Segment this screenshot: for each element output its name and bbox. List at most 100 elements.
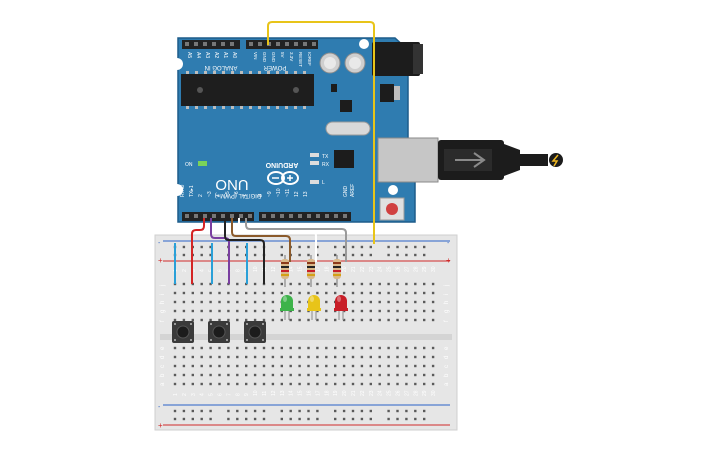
breadboard-hole[interactable] — [334, 373, 337, 377]
breadboard-hole[interactable] — [334, 291, 337, 295]
breadboard-hole[interactable] — [280, 346, 283, 350]
breadboard-hole[interactable] — [209, 373, 212, 377]
breadboard-hole[interactable] — [209, 318, 212, 322]
breadboard-hole[interactable] — [280, 382, 283, 386]
breadboard-hole[interactable] — [289, 355, 292, 359]
breadboard-hole[interactable] — [173, 318, 177, 322]
breadboard-hole[interactable] — [182, 318, 186, 322]
breadboard-hole[interactable] — [396, 309, 399, 313]
breadboard-hole[interactable] — [387, 291, 390, 295]
breadboard-hole[interactable] — [307, 318, 310, 322]
header-pin[interactable] — [325, 214, 329, 218]
resistor[interactable] — [307, 255, 315, 287]
breadboard-hole[interactable] — [414, 382, 417, 386]
breadboard-hole[interactable] — [271, 291, 275, 295]
header-pin[interactable] — [316, 214, 320, 218]
breadboard-hole[interactable] — [182, 417, 186, 421]
breadboard-hole[interactable] — [262, 291, 266, 295]
breadboard-hole[interactable] — [387, 346, 390, 350]
header-pin[interactable] — [312, 42, 316, 46]
breadboard-hole[interactable] — [325, 291, 328, 295]
breadboard-hole[interactable] — [236, 282, 239, 286]
breadboard-hole[interactable] — [423, 291, 426, 295]
breadboard-hole[interactable] — [405, 282, 408, 286]
breadboard-hole[interactable] — [360, 291, 364, 295]
breadboard-hole[interactable] — [396, 364, 399, 368]
led-green[interactable] — [280, 295, 294, 320]
breadboard-hole[interactable] — [316, 245, 319, 249]
breadboard-hole[interactable] — [200, 409, 203, 413]
header-pin[interactable] — [298, 214, 302, 218]
breadboard-hole[interactable] — [182, 253, 186, 257]
breadboard-hole[interactable] — [218, 364, 221, 368]
breadboard-hole[interactable] — [289, 346, 292, 350]
breadboard-hole[interactable] — [298, 300, 301, 304]
pushbutton[interactable] — [208, 321, 230, 343]
breadboard-hole[interactable] — [298, 291, 301, 295]
breadboard-hole[interactable] — [236, 364, 239, 368]
breadboard-hole[interactable] — [405, 373, 408, 377]
breadboard-hole[interactable] — [378, 291, 381, 295]
breadboard-hole[interactable] — [209, 355, 212, 359]
breadboard-hole[interactable] — [209, 364, 212, 368]
header-pin[interactable] — [203, 214, 207, 218]
breadboard-hole[interactable] — [209, 382, 212, 386]
breadboard-hole[interactable] — [262, 346, 266, 350]
digital-header-low[interactable] — [182, 212, 254, 221]
breadboard-hole[interactable] — [191, 409, 194, 413]
breadboard-hole[interactable] — [423, 364, 426, 368]
breadboard-hole[interactable] — [431, 300, 435, 304]
breadboard-hole[interactable] — [289, 409, 292, 413]
breadboard-hole[interactable] — [253, 309, 257, 313]
breadboard-hole[interactable] — [236, 417, 239, 421]
breadboard-hole[interactable] — [360, 253, 364, 257]
breadboard-hole[interactable] — [369, 409, 372, 413]
header-pin[interactable] — [303, 42, 307, 46]
breadboard-hole[interactable] — [431, 373, 435, 377]
breadboard-hole[interactable] — [262, 300, 266, 304]
breadboard-hole[interactable] — [360, 309, 364, 313]
breadboard-hole[interactable] — [360, 364, 364, 368]
breadboard-hole[interactable] — [396, 253, 399, 257]
breadboard-hole[interactable] — [325, 373, 328, 377]
breadboard-hole[interactable] — [414, 364, 417, 368]
breadboard-hole[interactable] — [316, 346, 319, 350]
breadboard-hole[interactable] — [200, 382, 203, 386]
breadboard-hole[interactable] — [262, 409, 266, 413]
breadboard-hole[interactable] — [182, 382, 186, 386]
breadboard-hole[interactable] — [405, 417, 408, 421]
breadboard-hole[interactable] — [396, 382, 399, 386]
breadboard-hole[interactable] — [396, 373, 399, 377]
breadboard-hole[interactable] — [423, 382, 426, 386]
breadboard-hole[interactable] — [280, 417, 283, 421]
breadboard-hole[interactable] — [271, 382, 275, 386]
breadboard-hole[interactable] — [173, 300, 177, 304]
breadboard-hole[interactable] — [431, 282, 435, 286]
breadboard-hole[interactable] — [182, 355, 186, 359]
breadboard-hole[interactable] — [334, 355, 337, 359]
breadboard-hole[interactable] — [182, 309, 186, 313]
breadboard-hole[interactable] — [431, 318, 435, 322]
breadboard-hole[interactable] — [378, 300, 381, 304]
breadboard-hole[interactable] — [218, 300, 221, 304]
breadboard-hole[interactable] — [298, 382, 301, 386]
breadboard-hole[interactable] — [218, 355, 221, 359]
breadboard-hole[interactable] — [405, 318, 408, 322]
breadboard-hole[interactable] — [253, 382, 257, 386]
breadboard-hole[interactable] — [307, 245, 310, 249]
header-pin[interactable] — [285, 42, 289, 46]
breadboard-hole[interactable] — [200, 373, 203, 377]
breadboard-hole[interactable] — [342, 409, 346, 413]
breadboard-hole[interactable] — [342, 245, 346, 249]
breadboard-hole[interactable] — [387, 300, 390, 304]
breadboard-hole[interactable] — [200, 364, 203, 368]
breadboard-hole[interactable] — [298, 318, 301, 322]
breadboard-hole[interactable] — [218, 291, 221, 295]
breadboard-hole[interactable] — [209, 417, 212, 421]
breadboard-hole[interactable] — [298, 409, 301, 413]
breadboard-hole[interactable] — [218, 346, 221, 350]
power-jack[interactable] — [372, 42, 420, 76]
breadboard-hole[interactable] — [298, 373, 301, 377]
breadboard-hole[interactable] — [182, 346, 186, 350]
